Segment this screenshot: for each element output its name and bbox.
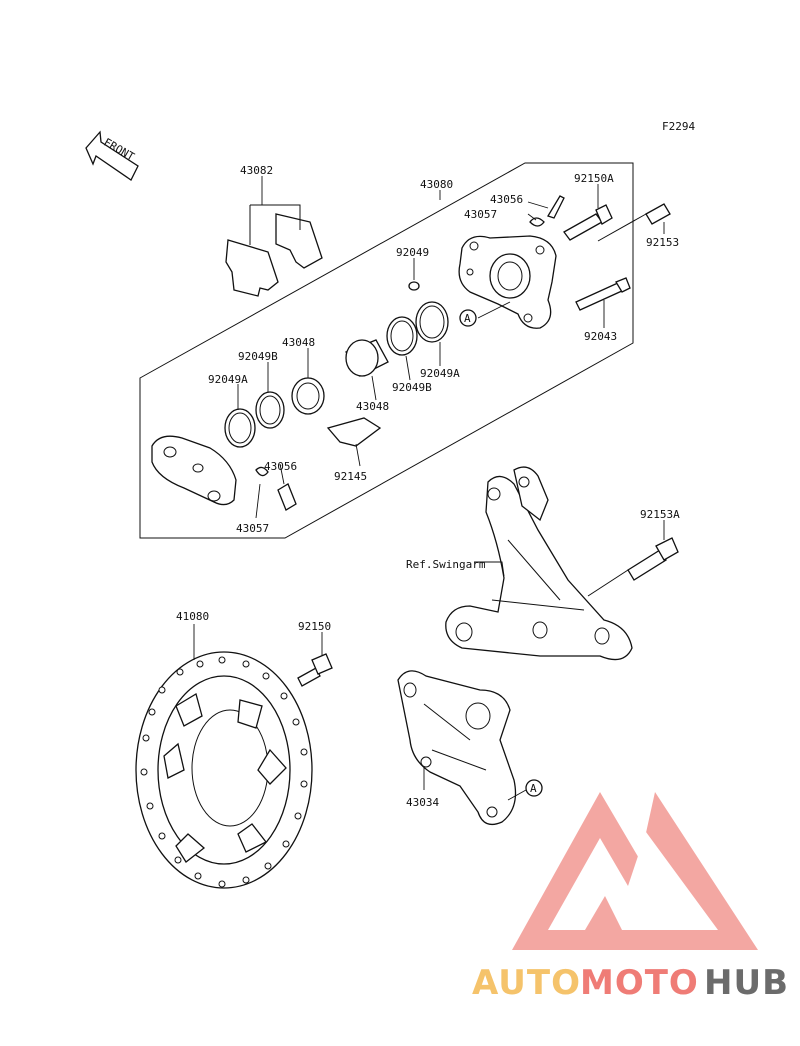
seal-92049B-right <box>386 316 418 356</box>
caliper-bracket-43034 <box>397 670 517 826</box>
label-43082: 43082 <box>240 164 273 177</box>
washer-92049 <box>408 281 420 291</box>
brake-disc <box>135 651 313 889</box>
label-41080: 41080 <box>176 610 209 623</box>
label-92150: 92150 <box>298 620 331 633</box>
caliper-bracket <box>458 235 557 329</box>
seal-92049B-left <box>255 391 285 429</box>
label-92153: 92153 <box>646 236 679 249</box>
label-43048-top: 43048 <box>282 336 315 349</box>
bolt-92153 <box>597 203 671 242</box>
label-43056-bottom: 43056 <box>264 460 297 473</box>
ref-circle-a-bottom: A <box>525 779 543 797</box>
swingarm <box>445 466 633 661</box>
label-92043: 92043 <box>584 330 617 343</box>
label-43080: 43080 <box>420 178 453 191</box>
bleeder-valve-top <box>529 195 565 227</box>
watermark-logo-icon <box>512 792 758 950</box>
label-43048-bottom: 43048 <box>356 400 389 413</box>
spring-92145 <box>326 417 382 447</box>
label-ref-swingarm: Ref.Swingarm <box>406 558 486 571</box>
ref-circle-label: A <box>464 312 471 325</box>
watermark-text: AUTO MOTO HUB <box>472 963 789 1003</box>
label-43056-top: 43056 <box>490 193 523 206</box>
label-92049B-right: 92049B <box>392 381 432 394</box>
caliper-assembly-box <box>139 162 634 539</box>
brake-pads <box>225 204 323 297</box>
piston-43048-right <box>345 339 389 377</box>
label-43057-bottom: 43057 <box>236 522 269 535</box>
label-92150A: 92150A <box>574 172 614 185</box>
seal-92049A-right <box>415 301 449 343</box>
watermark-hub: HUB <box>704 963 789 1003</box>
piston-43048-left <box>291 377 325 415</box>
pin-92150A <box>563 204 613 241</box>
label-43057-top: 43057 <box>464 208 497 221</box>
bolt-92153A <box>587 537 679 597</box>
figure-code: F2294 <box>662 120 695 133</box>
ref-circle-label: A <box>530 782 537 795</box>
watermark-moto: MOTO <box>580 963 699 1003</box>
bolt-92150 <box>297 653 333 687</box>
ref-circle-a-top: A <box>459 309 477 327</box>
label-92153A: 92153A <box>640 508 680 521</box>
label-43034: 43034 <box>406 796 439 809</box>
caliper-body <box>151 435 237 506</box>
seal-92049A-left <box>224 408 256 448</box>
leader-lines <box>193 176 665 801</box>
label-92049: 92049 <box>396 246 429 259</box>
watermark-auto: AUTO <box>472 963 581 1003</box>
label-92049A-top: 92049A <box>208 373 248 386</box>
label-92049A-right: 92049A <box>420 367 460 380</box>
pin-92043 <box>575 277 631 311</box>
label-92145: 92145 <box>334 470 367 483</box>
label-92049B-top: 92049B <box>238 350 278 363</box>
front-arrow-icon: FRONT <box>85 130 139 181</box>
bleeder-valve-bottom <box>255 466 297 511</box>
